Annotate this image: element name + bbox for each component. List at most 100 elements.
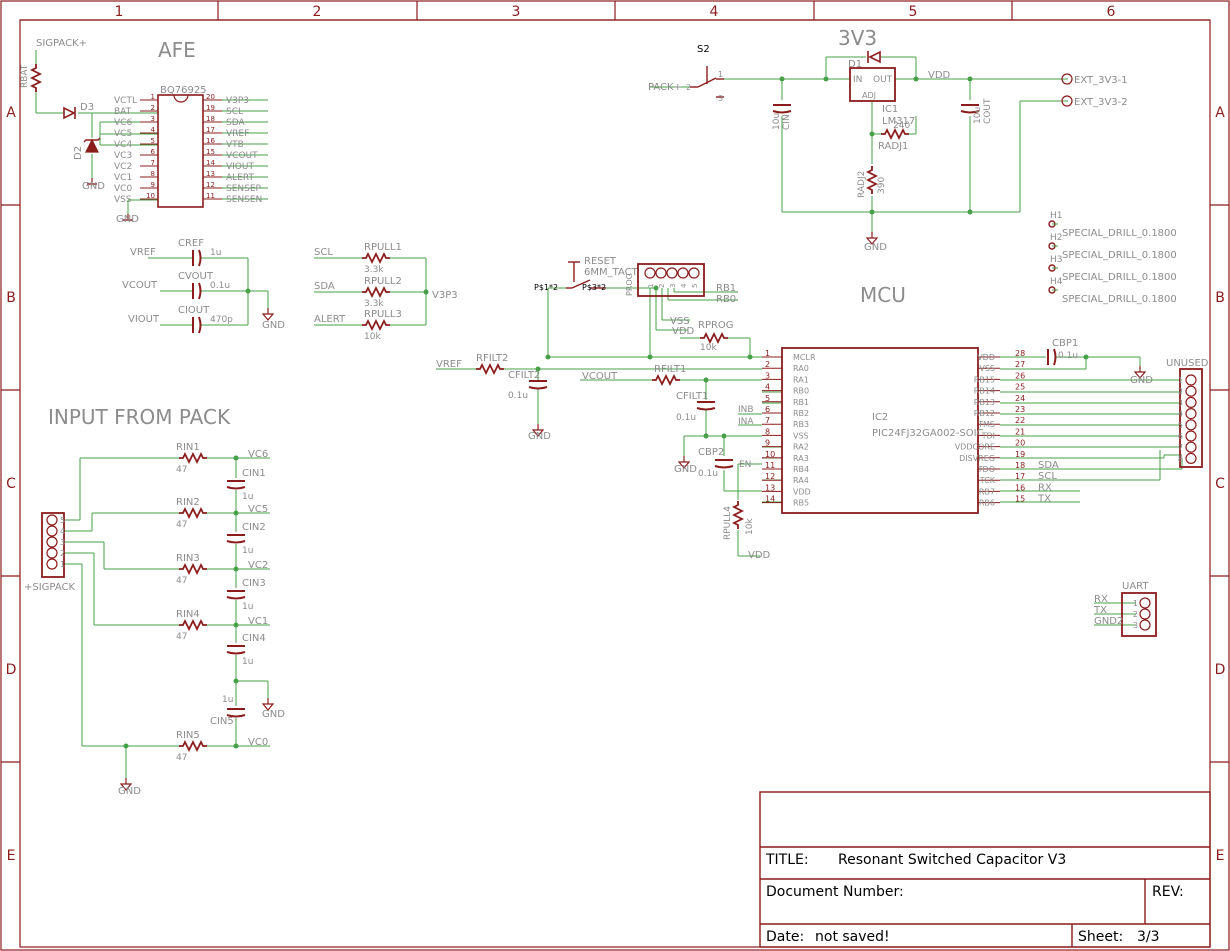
mcu-pin-name: RA1 bbox=[793, 375, 809, 384]
resistor-value: 3.3k bbox=[364, 265, 384, 275]
afe-pin-number: 15 bbox=[206, 148, 215, 156]
afe-pin-name: VIOUT bbox=[226, 162, 254, 172]
row-label: C bbox=[1215, 476, 1225, 492]
mcu-pin-name: RA0 bbox=[793, 364, 809, 373]
header-pin bbox=[1185, 430, 1197, 442]
rpull4-value: 10k bbox=[745, 518, 755, 535]
afe-block: SIGPACK+ RBAT D3 D2 GND GND BQ76925 VCTL… bbox=[20, 38, 268, 225]
resistor-value: 10k bbox=[364, 332, 381, 342]
sigpack-connector-label: +SIGPACK bbox=[24, 582, 75, 593]
ina-net-label: INA bbox=[738, 417, 754, 427]
capacitor-value: 470p bbox=[210, 315, 233, 325]
uart-net-label: RX bbox=[1094, 594, 1108, 605]
net-label: VC2 bbox=[248, 560, 268, 571]
resistor-value: 47 bbox=[176, 465, 187, 475]
mcu-pin-name: VDD bbox=[977, 353, 995, 362]
reset-switch bbox=[566, 261, 606, 289]
mcu-pin-name: RB3 bbox=[793, 420, 809, 429]
vdd-net-label: VDD bbox=[672, 326, 695, 337]
resistor-ref: RPULL2 bbox=[364, 276, 402, 287]
header-pin-number: 2 bbox=[1178, 387, 1183, 396]
ref-capacitor bbox=[192, 282, 202, 300]
hole-label: SPECIAL_DRILL_0.1800 bbox=[1062, 272, 1177, 283]
mcu-pin-number: 21 bbox=[1015, 427, 1025, 436]
mcu-pin-number: 4 bbox=[765, 383, 770, 392]
section-titles: AFE 3V3 MCU INPUT FROM PACK bbox=[48, 26, 906, 429]
mcu-pin-name: VDDCORE bbox=[955, 443, 995, 452]
header-pin bbox=[1185, 396, 1197, 408]
connector-pin-number: 1 bbox=[60, 560, 65, 569]
capacitor-ref: CIN3 bbox=[242, 578, 266, 589]
afe-pin-number: 14 bbox=[206, 159, 215, 167]
mcu-pin-name: TDO bbox=[977, 465, 995, 474]
uart-header bbox=[1121, 592, 1157, 637]
rb1-net-label: RB1 bbox=[716, 283, 736, 294]
d1-label: D1 bbox=[848, 59, 862, 70]
capacitor-ref: CIN1 bbox=[242, 468, 266, 479]
mcu-pin-name: RA3 bbox=[793, 454, 809, 463]
diode-d1 bbox=[867, 50, 881, 64]
afe-pin-name: BAT bbox=[114, 107, 132, 117]
header-pin bbox=[677, 267, 689, 279]
row-label: B bbox=[6, 290, 16, 306]
mcu-pin-name: RB7 bbox=[979, 487, 995, 496]
rfilt2-ref: RFILT2 bbox=[476, 353, 508, 364]
mcu-pin-name: VSS bbox=[793, 431, 809, 440]
afe-pin-number: 6 bbox=[151, 148, 156, 156]
header-pin bbox=[644, 267, 656, 279]
header-pin bbox=[655, 267, 667, 279]
header-pin-number: 5 bbox=[691, 284, 699, 288]
afe-pin-number: 17 bbox=[206, 126, 215, 134]
sw-pin: 3 bbox=[718, 94, 723, 103]
column-label: 4 bbox=[710, 4, 719, 20]
mcu-pin-number: 16 bbox=[1015, 483, 1025, 492]
afe-pin-name: VREF bbox=[226, 129, 249, 139]
connector-pin bbox=[46, 536, 58, 548]
ic2-label: IC2 bbox=[872, 412, 888, 423]
afe-pin-number: 10 bbox=[146, 192, 155, 200]
mcu-pin-name: RB0 bbox=[793, 387, 809, 396]
resistor-value: 47 bbox=[176, 632, 187, 642]
afe-pin-number: 19 bbox=[206, 104, 215, 112]
uart-pin bbox=[1139, 597, 1151, 609]
column-label: 3 bbox=[512, 4, 521, 20]
unused-header bbox=[1179, 368, 1203, 468]
input-resistor bbox=[178, 508, 208, 518]
mcu-pin-name: RB15 bbox=[974, 375, 995, 384]
mcu-pin-name: RB4 bbox=[793, 465, 809, 474]
mcu-pin-name: RB5 bbox=[793, 499, 809, 508]
mcu-pin-number: 27 bbox=[1015, 360, 1025, 369]
reference-caps-block: GND VREFCREF1uVCOUTCVOUT0.1uVIOUTCIOUT47… bbox=[122, 238, 285, 334]
inb-net-label: INB bbox=[738, 405, 754, 415]
header-pin bbox=[1185, 408, 1197, 420]
lm317-chip bbox=[849, 67, 896, 102]
afe-pin-name: V3P3 bbox=[226, 96, 249, 106]
afe-pin-number: 5 bbox=[151, 137, 155, 145]
uart-pin-number: 1 bbox=[1133, 599, 1138, 608]
mcu-pin-number: 23 bbox=[1015, 405, 1025, 414]
resistor-ref: RIN2 bbox=[176, 497, 200, 508]
mcu-pin-number: 1 bbox=[765, 349, 770, 358]
afe-pin-name: VCOUT bbox=[226, 151, 258, 161]
mcu-pin-name: RB12 bbox=[974, 409, 995, 418]
gnd-label: GND bbox=[82, 181, 105, 192]
mcu-pin-name: RB14 bbox=[974, 387, 995, 396]
en-net-label: EN bbox=[739, 460, 751, 470]
row-label: A bbox=[6, 105, 16, 121]
mcu-pin-number: 3 bbox=[765, 371, 770, 380]
cin-ref: CIN bbox=[782, 114, 792, 130]
afe-pin-name: VC2 bbox=[114, 162, 132, 172]
resistor-ref: RPULL1 bbox=[364, 242, 402, 253]
connector-pin bbox=[46, 558, 58, 570]
afe-pin-name: SCL bbox=[226, 107, 243, 117]
mcu-pin-name: DISVREG bbox=[959, 454, 995, 463]
net-label: VC6 bbox=[248, 449, 268, 460]
lm317-in-pin: IN bbox=[853, 75, 862, 85]
